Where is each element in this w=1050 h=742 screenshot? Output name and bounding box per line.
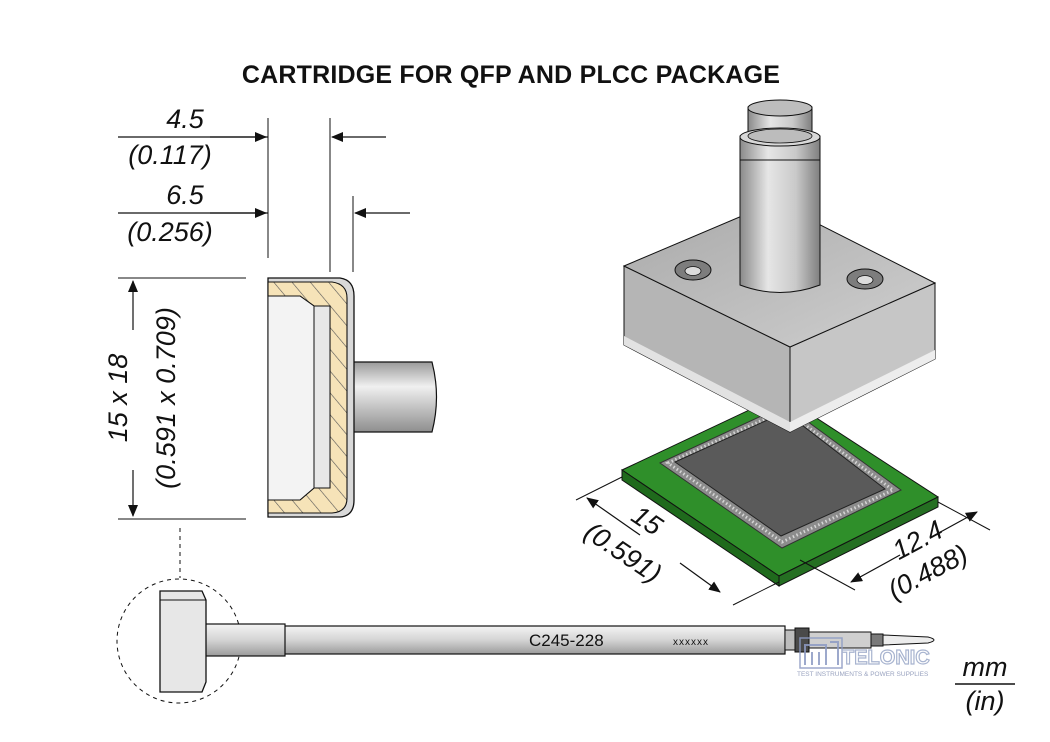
cartridge-head — [159, 590, 207, 693]
width-a-ext-right — [732, 581, 780, 606]
tip-3d-rim-right — [790, 350, 935, 432]
units-in: (in) — [966, 686, 1005, 716]
width-a-ext-left — [575, 476, 623, 501]
depth-outer-dimension: 6.5 (0.256) — [118, 180, 410, 247]
cross-section-stem — [351, 361, 438, 433]
qfp-chip-assembly — [620, 394, 940, 587]
rear-band — [870, 633, 884, 647]
tip-3d-shaft-top — [747, 99, 813, 117]
depth-outer-in: (0.256) — [127, 217, 213, 247]
width-b-ext-right — [937, 501, 991, 531]
cross-section-inner-wall — [313, 305, 331, 489]
tip-3d-hole-right-inner — [856, 275, 874, 285]
depth-inner-in: (0.117) — [128, 140, 212, 170]
rear-ring-b — [794, 627, 810, 653]
tip-3d-collar-inner — [747, 128, 813, 144]
size-mm: 15 x 18 — [103, 354, 133, 443]
cartridge-serial: xxxxxx — [673, 637, 709, 648]
units-mm: mm — [963, 652, 1008, 682]
cartridge-collar — [204, 623, 286, 657]
rear-pin — [882, 634, 935, 646]
size-in: (0.591 x 0.709) — [151, 307, 181, 489]
width-b-arrow-left — [850, 554, 901, 583]
width-a-arrow-right — [679, 562, 721, 593]
depth-inner-mm: 4.5 — [166, 104, 205, 134]
cartridge-side-view: C245-228 xxxxxx — [116, 578, 935, 704]
depth-inner-dimension: 4.5 (0.117) — [118, 104, 386, 170]
cartridge-cross-section — [267, 277, 438, 518]
chip-body — [673, 411, 886, 537]
cross-section-cavity — [267, 295, 315, 501]
width-b-ext-left — [799, 559, 856, 591]
cartridge-model: C245-228 — [529, 631, 604, 650]
telonic-watermark: TELONIC TEST INSTRUMENTS & POWER SUPPLIE… — [797, 637, 930, 678]
units-legend: mm (in) — [955, 652, 1015, 716]
tip-3d — [622, 99, 937, 433]
rear-ring-a — [784, 629, 796, 651]
depth-outer-mm: 6.5 — [166, 180, 205, 210]
size-dimension: 15 x 18 (0.591 x 0.709) — [103, 277, 246, 520]
tip-3d-hole-left-inner — [684, 266, 702, 276]
width-b-arrow-right — [934, 511, 978, 536]
diagram-title: CARTRIDGE FOR QFP AND PLCC PACKAGE — [242, 61, 780, 89]
telonic-logo-icon — [799, 637, 843, 669]
pcb-side-right — [778, 496, 939, 587]
width-a-arrow-left — [586, 497, 641, 536]
watermark-tagline: TEST INSTRUMENTS & POWER SUPPLIES — [797, 671, 929, 678]
tip-3d-rim-left — [624, 336, 790, 432]
tip-3d-stem — [739, 159, 821, 293]
watermark-brand: TELONIC — [842, 647, 930, 669]
